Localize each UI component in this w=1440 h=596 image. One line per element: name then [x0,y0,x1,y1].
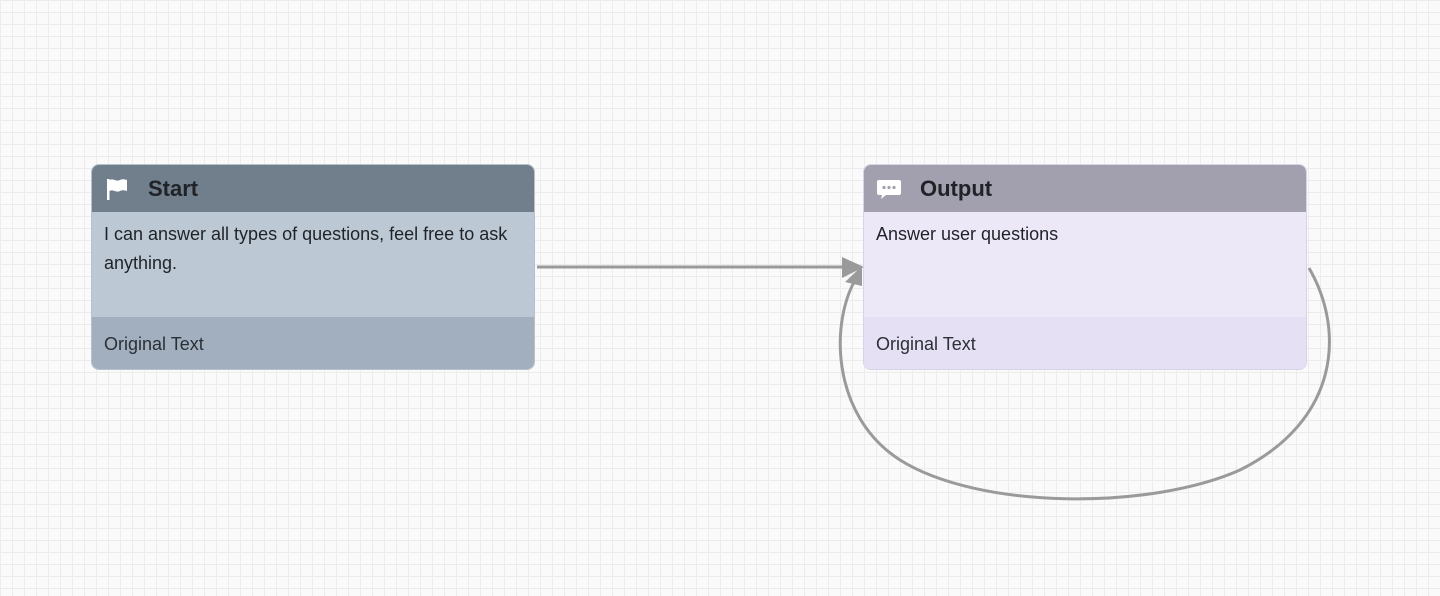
start-node[interactable]: Start I can answer all types of question… [91,164,535,370]
output-node-title: Output [920,175,993,201]
start-node-text: I can answer all types of questions, fee… [92,212,534,317]
start-node-footer: Original Text [92,317,534,369]
output-node[interactable]: Output Answer user questions Original Te… [863,164,1307,370]
start-node-header[interactable]: Start [92,165,534,212]
output-node-header[interactable]: Output [864,165,1306,212]
start-node-title: Start [148,175,199,201]
output-node-footer: Original Text [864,317,1306,369]
edge-output-loop[interactable] [838,267,1331,501]
flag-icon [104,176,130,202]
output-node-text: Answer user questions [864,212,1306,317]
chat-bubble-icon [876,176,902,202]
